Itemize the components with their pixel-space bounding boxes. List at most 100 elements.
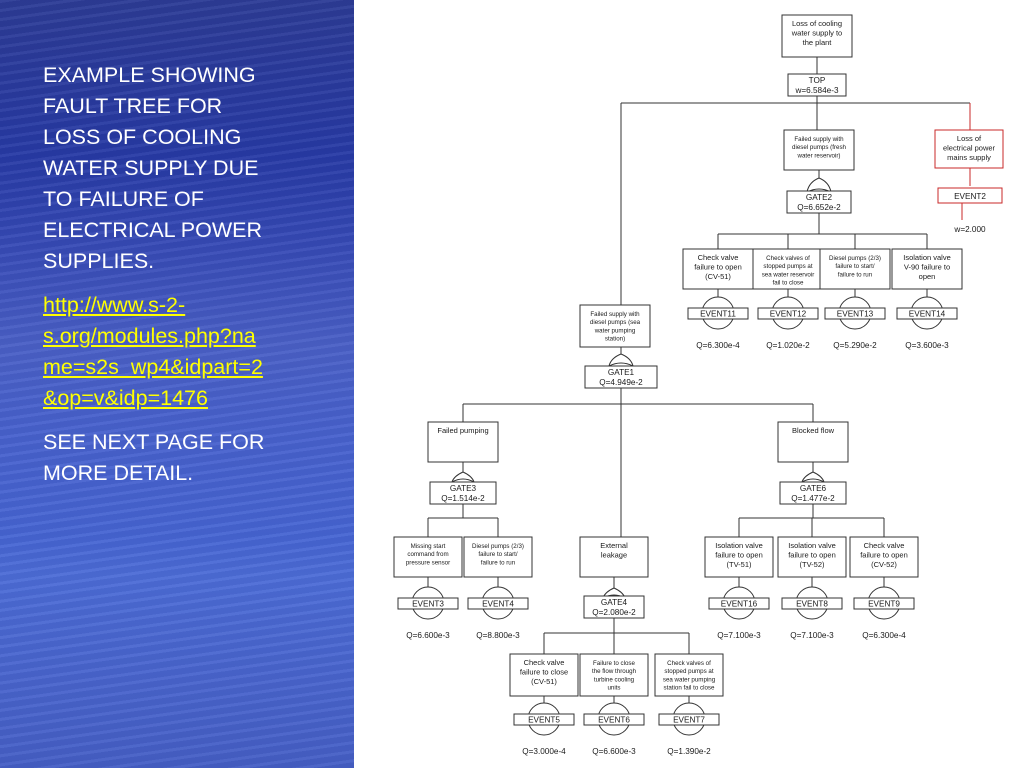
note-line: MORE DETAIL. xyxy=(43,461,194,485)
node-description-text: External xyxy=(600,541,628,550)
node-description-text: water reservoir) xyxy=(797,152,841,159)
link-line[interactable]: &op=v&idp=1476 xyxy=(43,386,208,410)
node-description-text: command from xyxy=(407,551,448,558)
node-description-box xyxy=(781,14,853,58)
gate-id: TOP xyxy=(809,76,826,85)
link-line[interactable]: http://www.s-2- xyxy=(43,293,186,317)
node-description-text: Failed pumping xyxy=(437,426,488,435)
node-description-box xyxy=(509,653,579,697)
node-description-text: station) xyxy=(605,336,625,343)
event-label-box xyxy=(781,597,843,610)
description-line: TO FAILURE OF xyxy=(43,187,204,211)
description-line: FAULT TREE FOR xyxy=(43,94,223,118)
node-description-text: fail to close xyxy=(773,280,805,287)
probability-value: w=2.000 xyxy=(953,225,986,234)
event-label: EVENT16 xyxy=(721,600,758,609)
next-page-note: SEE NEXT PAGE FOR MORE DETAIL. xyxy=(43,427,311,489)
node-description-text: water pumping xyxy=(594,327,636,334)
node-description-text: failure to open xyxy=(788,551,836,560)
gate-value: w=6.584e-3 xyxy=(794,86,838,95)
node-description-text: (CV-51) xyxy=(705,272,731,281)
probability-value: Q=6.300e-4 xyxy=(696,341,740,350)
node-description-text: diesel pumps (fresh xyxy=(792,144,847,151)
event-label: EVENT13 xyxy=(837,310,874,319)
node-description-box xyxy=(654,653,724,697)
node-description-text: Check valves of xyxy=(667,660,711,667)
node-description-box xyxy=(777,421,849,463)
node-description-text: failure to start/ xyxy=(835,263,874,270)
link-line[interactable]: me=s2s_wp4&idpart=2 xyxy=(43,355,263,379)
gate-id: GATE1 xyxy=(608,368,635,377)
or-gate-symbol xyxy=(801,471,825,484)
note-line: SEE NEXT PAGE FOR xyxy=(43,430,265,454)
probability-value: Q=6.600e-3 xyxy=(406,631,450,640)
gate-id: GATE3 xyxy=(450,484,477,493)
node-description-text: the flow through xyxy=(592,668,637,675)
or-gate-symbol xyxy=(806,177,832,193)
node-description-text: Check valve xyxy=(698,253,739,262)
probability-value: Q=6.600e-3 xyxy=(592,747,636,756)
probability-value: Q=7.100e-3 xyxy=(717,631,761,640)
event-label: EVENT11 xyxy=(700,310,736,319)
node-description-text: failure to close xyxy=(520,668,568,677)
node-description-box xyxy=(704,536,774,578)
node-description-text: Missing start xyxy=(411,543,446,550)
node-description-text: (CV-52) xyxy=(871,560,897,569)
event-label-box xyxy=(397,597,459,610)
event-label: EVENT14 xyxy=(909,310,946,319)
probability-value: Q=7.100e-3 xyxy=(790,631,834,640)
link-line[interactable]: s.org/modules.php?na xyxy=(43,324,256,348)
node-description-text: V-90 failure to xyxy=(904,263,950,272)
description-line: LOSS OF COOLING xyxy=(43,125,242,149)
node-description-text: failure to start/ xyxy=(478,551,517,558)
description-line: ELECTRICAL POWER xyxy=(43,218,263,242)
gate-value: Q=4.949e-2 xyxy=(599,378,643,387)
node-description-text: mains supply xyxy=(947,153,991,162)
description-line: WATER SUPPLY DUE xyxy=(43,156,259,180)
event-label: EVENT12 xyxy=(770,310,807,319)
node-description-text: Loss of xyxy=(957,134,982,143)
node-description-text: electrical power xyxy=(943,144,996,153)
event-label-box xyxy=(824,307,886,320)
node-description-text: open xyxy=(919,272,936,281)
node-description-box xyxy=(752,248,824,290)
gate-id: GATE2 xyxy=(806,193,833,202)
node-description-box xyxy=(849,536,919,578)
node-description-text: Loss of cooling xyxy=(792,19,842,28)
node-description-text: (CV-51) xyxy=(531,677,557,686)
node-description-box xyxy=(934,129,1004,169)
gate-id: GATE4 xyxy=(601,598,628,607)
node-description-text: leakage xyxy=(601,551,627,560)
probability-value: Q=3.600e-3 xyxy=(905,341,949,350)
event-label: EVENT4 xyxy=(482,600,514,609)
event-label: EVENT3 xyxy=(412,600,444,609)
source-link[interactable]: http://www.s-2- s.org/modules.php?na me=… xyxy=(43,290,311,414)
node-description-text: Diesel pumps (2/3) xyxy=(472,543,524,550)
probability-value: Q=1.390e-2 xyxy=(667,747,711,756)
slide-text-panel: EXAMPLE SHOWING FAULT TREE FOR LOSS OF C… xyxy=(0,0,354,768)
node-description-text: Blocked flow xyxy=(792,426,835,435)
node-description-text: Isolation valve xyxy=(788,541,836,550)
description-line: SUPPLIES. xyxy=(43,249,155,273)
node-description-text: station fail to close xyxy=(664,685,715,692)
event-label-box xyxy=(708,597,770,610)
probability-value: Q=8.800e-3 xyxy=(476,631,520,640)
probability-value: Q=1.020e-2 xyxy=(766,341,810,350)
node-description-text: stopped pumps at xyxy=(763,263,812,270)
gate-id: GATE6 xyxy=(800,484,827,493)
node-description-text: turbine cooling xyxy=(594,676,635,683)
node-description-box xyxy=(891,248,963,290)
event-label-box xyxy=(583,713,645,726)
node-description-text: diesel pumps (sea xyxy=(590,319,641,326)
event-label-box xyxy=(467,597,529,610)
node-description-text: pressure sensor xyxy=(406,559,450,566)
node-description-text: Failed supply with xyxy=(794,136,844,143)
node-description-text: Check valves of xyxy=(766,255,810,262)
node-description-text: units xyxy=(607,685,620,692)
node-description-text: (TV-51) xyxy=(726,560,752,569)
node-description-text: failure to open xyxy=(694,263,742,272)
gate-value: Q=1.514e-2 xyxy=(441,494,485,503)
probability-value: Q=6.300e-4 xyxy=(862,631,906,640)
or-gate-symbol xyxy=(608,353,634,367)
